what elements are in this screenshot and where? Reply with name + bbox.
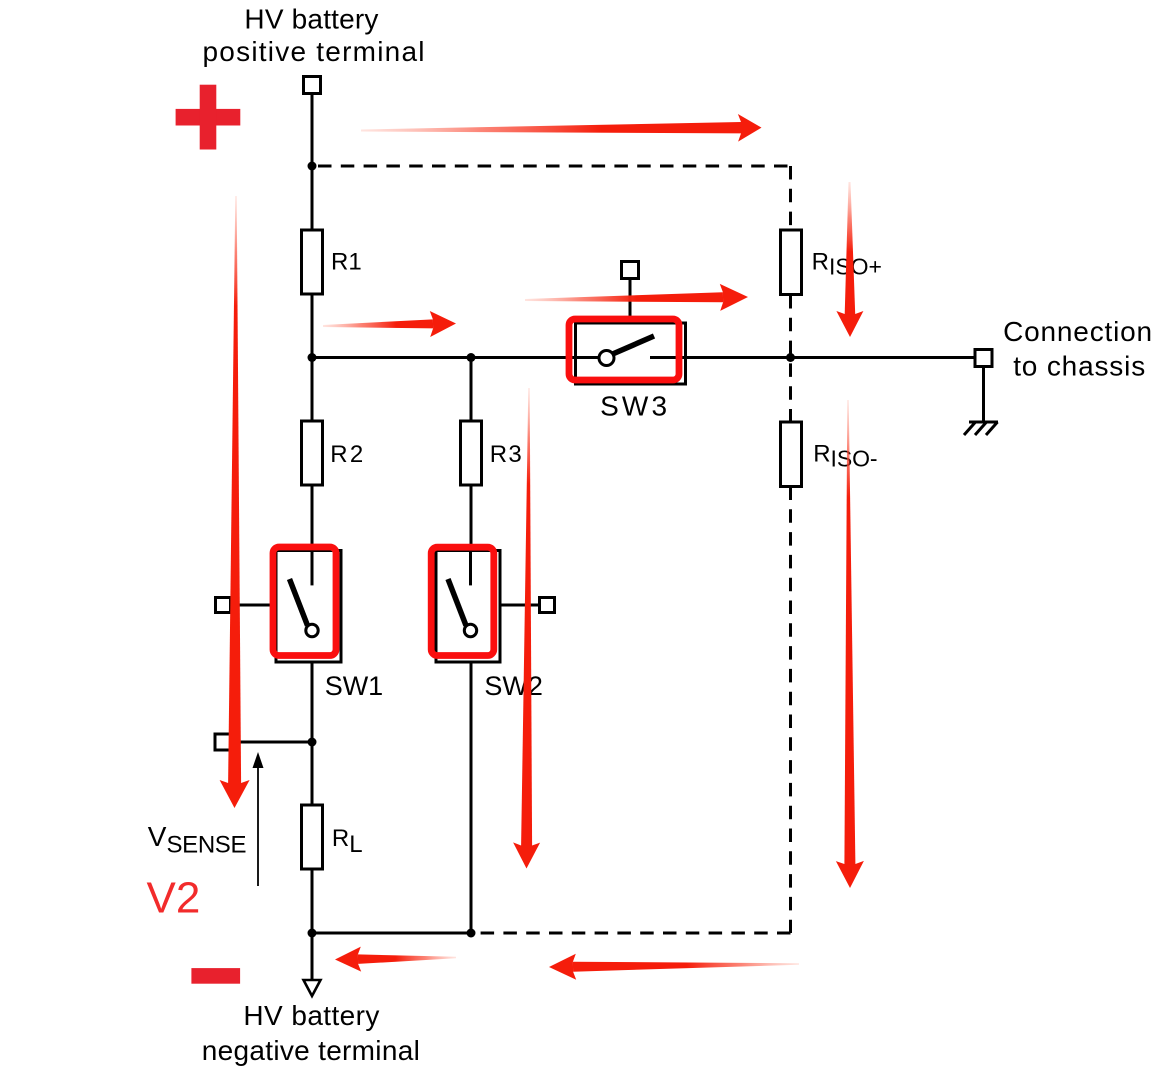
svg-text:Connection: Connection — [1003, 316, 1152, 347]
svg-text:HV battery: HV battery — [244, 4, 378, 35]
svg-text:RISO-: RISO- — [813, 441, 877, 472]
svg-text:to chassis: to chassis — [1013, 350, 1145, 381]
svg-text:V2: V2 — [147, 874, 201, 923]
svg-text:R3: R3 — [490, 441, 522, 468]
svg-text:HV battery: HV battery — [243, 1000, 379, 1031]
svg-text:R2: R2 — [330, 441, 363, 468]
svg-text:R1: R1 — [331, 249, 362, 276]
svg-text:SW2: SW2 — [484, 671, 543, 701]
svg-text:SW1: SW1 — [325, 671, 384, 701]
svg-text:SW3: SW3 — [600, 391, 667, 422]
svg-text:positive terminal: positive terminal — [203, 36, 425, 67]
svg-text:negative terminal: negative terminal — [202, 1035, 420, 1066]
